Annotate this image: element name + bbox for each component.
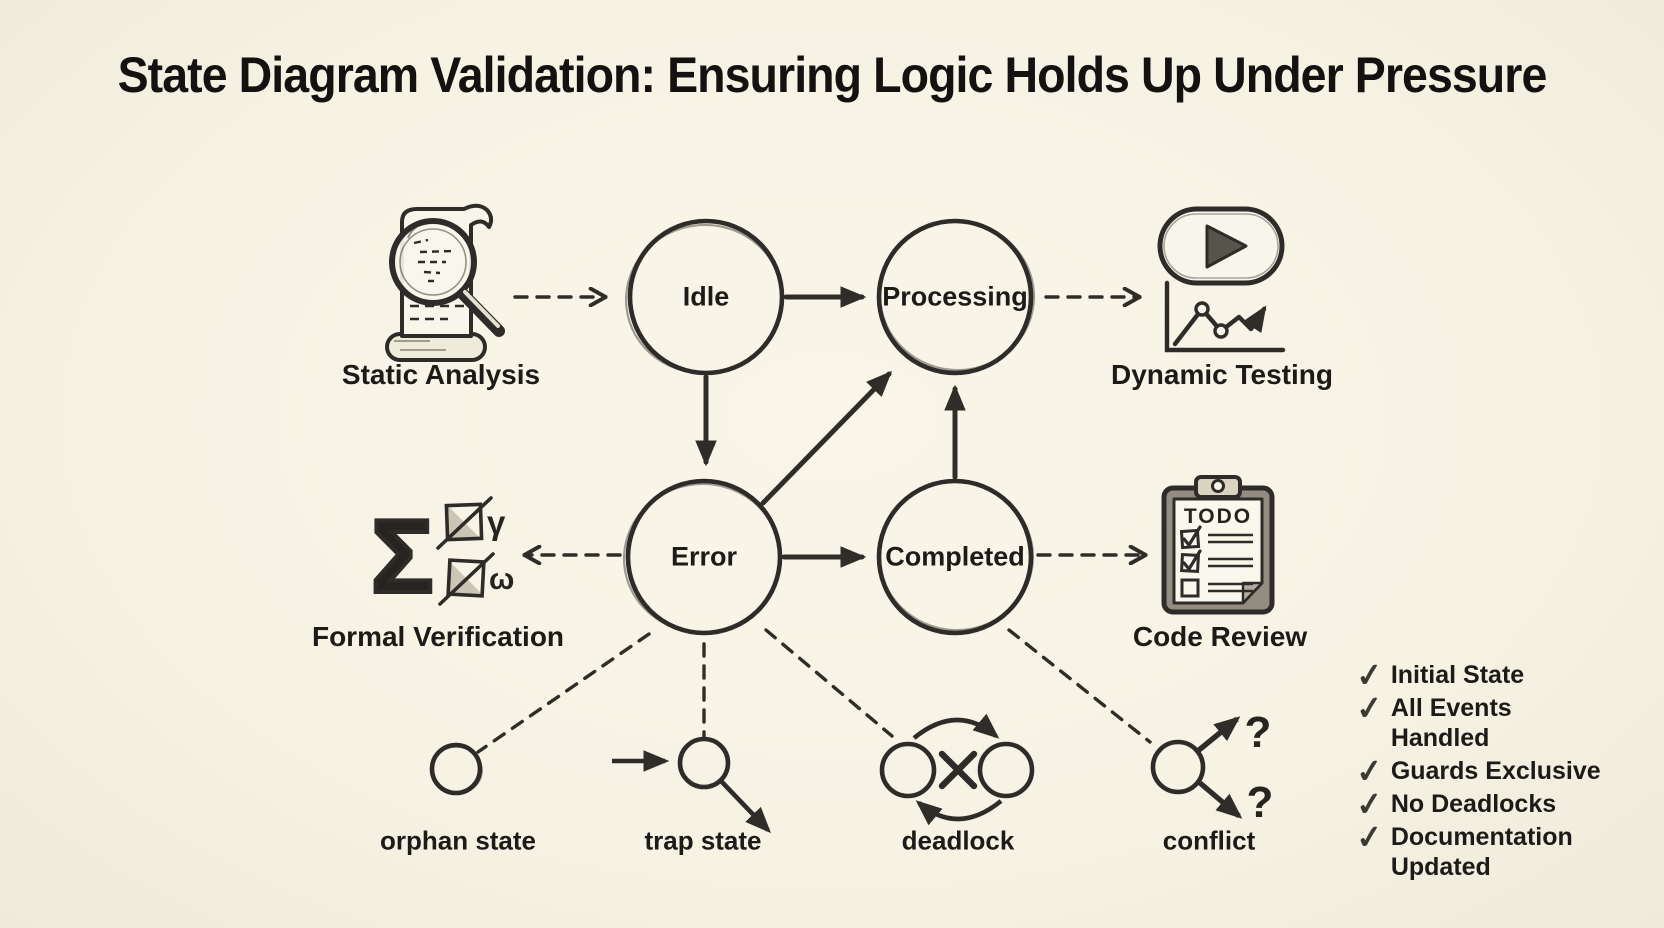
check-icon: ✓ <box>1354 688 1385 728</box>
todo-checkbox-3 <box>1180 578 1200 598</box>
state-label-error: Error <box>670 541 738 572</box>
scroll-roll-hatch <box>394 340 446 351</box>
todo-clipboard-icon: TODO <box>1161 475 1275 615</box>
dashed-completed-to-conflict <box>1007 628 1152 744</box>
clipboard-clip-ring <box>1211 479 1225 493</box>
todo-lines-3 <box>1208 582 1253 593</box>
todo-checkbox-1 <box>1179 528 1201 550</box>
todo-check-2 <box>1182 549 1202 572</box>
method-label-formal-verification: Formal Verification <box>311 621 565 652</box>
play-pill-sketch <box>1163 213 1279 279</box>
issue-label-conflict: conflict <box>1162 825 1256 856</box>
slashed-box-omega <box>438 552 495 606</box>
sigma-glyph: Σ <box>371 499 433 615</box>
check-icon: ✓ <box>1354 784 1385 824</box>
checklist-item-label: Documentation Updated <box>1390 823 1573 881</box>
state-label-completed: Completed <box>885 541 1025 572</box>
issue-label-deadlock: deadlock <box>901 825 1015 856</box>
checklist-item-all-events-handled: ✓ All Events Handled <box>1354 688 1636 753</box>
check-icon: ✓ <box>1354 655 1385 695</box>
method-label-static-analysis: Static Analysis <box>341 359 541 390</box>
check-icon: ✓ <box>1354 751 1385 791</box>
checklist-item-guards-exclusive: ✓ Guards Exclusive <box>1354 751 1636 791</box>
magnifier-lens-inner <box>399 228 467 296</box>
checklist-item-initial-state: ✓ Initial State <box>1354 655 1636 695</box>
dashed-connectors <box>476 297 1152 754</box>
document-text-lines <box>410 304 466 321</box>
gamma-glyph: γ <box>487 504 506 541</box>
todo-lines-1 <box>1208 533 1253 544</box>
x-mark <box>938 750 978 790</box>
lens-highlight <box>407 223 423 239</box>
question-mark-bottom: ? <box>1247 778 1274 827</box>
conflict-arrow-up <box>1197 716 1241 753</box>
arrow-error-to-processing <box>760 370 893 506</box>
magnifier-handle <box>457 288 505 337</box>
checklist-item-label: No Deadlocks <box>1390 790 1557 818</box>
slashed-box-gamma <box>436 496 493 550</box>
trend-point-1 <box>1194 301 1210 317</box>
state-label-idle: Idle <box>682 281 730 312</box>
magnifier-scroll-icon <box>385 203 505 362</box>
dashed-error-to-orphan <box>476 632 651 754</box>
conflict-glyph: ? ? <box>1150 708 1274 827</box>
state-label-processing: Processing <box>882 281 1028 312</box>
state-circles <box>622 218 1036 636</box>
checklist-item-no-deadlocks: ✓ No Deadlocks <box>1354 784 1636 824</box>
orphan-state-glyph <box>429 742 483 796</box>
dashed-error-to-deadlock <box>764 628 894 738</box>
deadlock-arc-bottom <box>915 799 1003 826</box>
validation-checklist: ✓ Initial State ✓ All Events Handled ✓ G… <box>1354 655 1636 882</box>
magnifier-handle-highlight <box>463 290 500 328</box>
state-error-circle <box>622 478 783 636</box>
issue-label-orphan-state: orphan state <box>379 825 537 856</box>
todo-rows <box>1179 525 1253 598</box>
sigma-checkbox-icon: Σ γ ω <box>369 496 514 617</box>
trap-state-glyph <box>612 736 771 834</box>
todo-heading: TODO <box>1184 505 1252 528</box>
page-title: State Diagram Validation: Ensuring Logic… <box>117 47 1548 103</box>
transition-arrows <box>695 286 966 568</box>
check-icon: ✓ <box>1354 817 1385 857</box>
trap-out-arrow <box>719 779 771 834</box>
deadlock-glyph <box>879 713 1035 826</box>
play-triangle <box>1205 224 1248 269</box>
checklist-item-documentation-updated: ✓ Documentation Updated <box>1354 817 1636 882</box>
checklist-item-label: All Events Handled <box>1390 694 1512 752</box>
question-mark-top: ? <box>1245 708 1272 757</box>
conflict-arrow-down <box>1198 780 1243 819</box>
issue-label-trap-state: trap state <box>644 825 762 856</box>
play-button-chart-icon <box>1157 206 1286 353</box>
deadlock-arc-top <box>912 713 1000 740</box>
lens-text-lines <box>413 238 453 283</box>
todo-lines-2 <box>1208 557 1253 568</box>
checklist-item-label: Initial State <box>1390 661 1525 689</box>
trend-point-2 <box>1213 323 1229 339</box>
checklist-item-label: Guards Exclusive <box>1390 757 1601 785</box>
chart-axis <box>1164 280 1286 353</box>
state-idle-circle <box>624 218 785 376</box>
method-label-code-review: Code Review <box>1132 621 1308 652</box>
state-processing-circle <box>876 218 1036 376</box>
state-completed-circle <box>876 478 1035 636</box>
method-label-dynamic-testing: Dynamic Testing <box>1111 359 1333 390</box>
omega-glyph: ω <box>489 563 514 596</box>
todo-check-1 <box>1182 525 1202 548</box>
